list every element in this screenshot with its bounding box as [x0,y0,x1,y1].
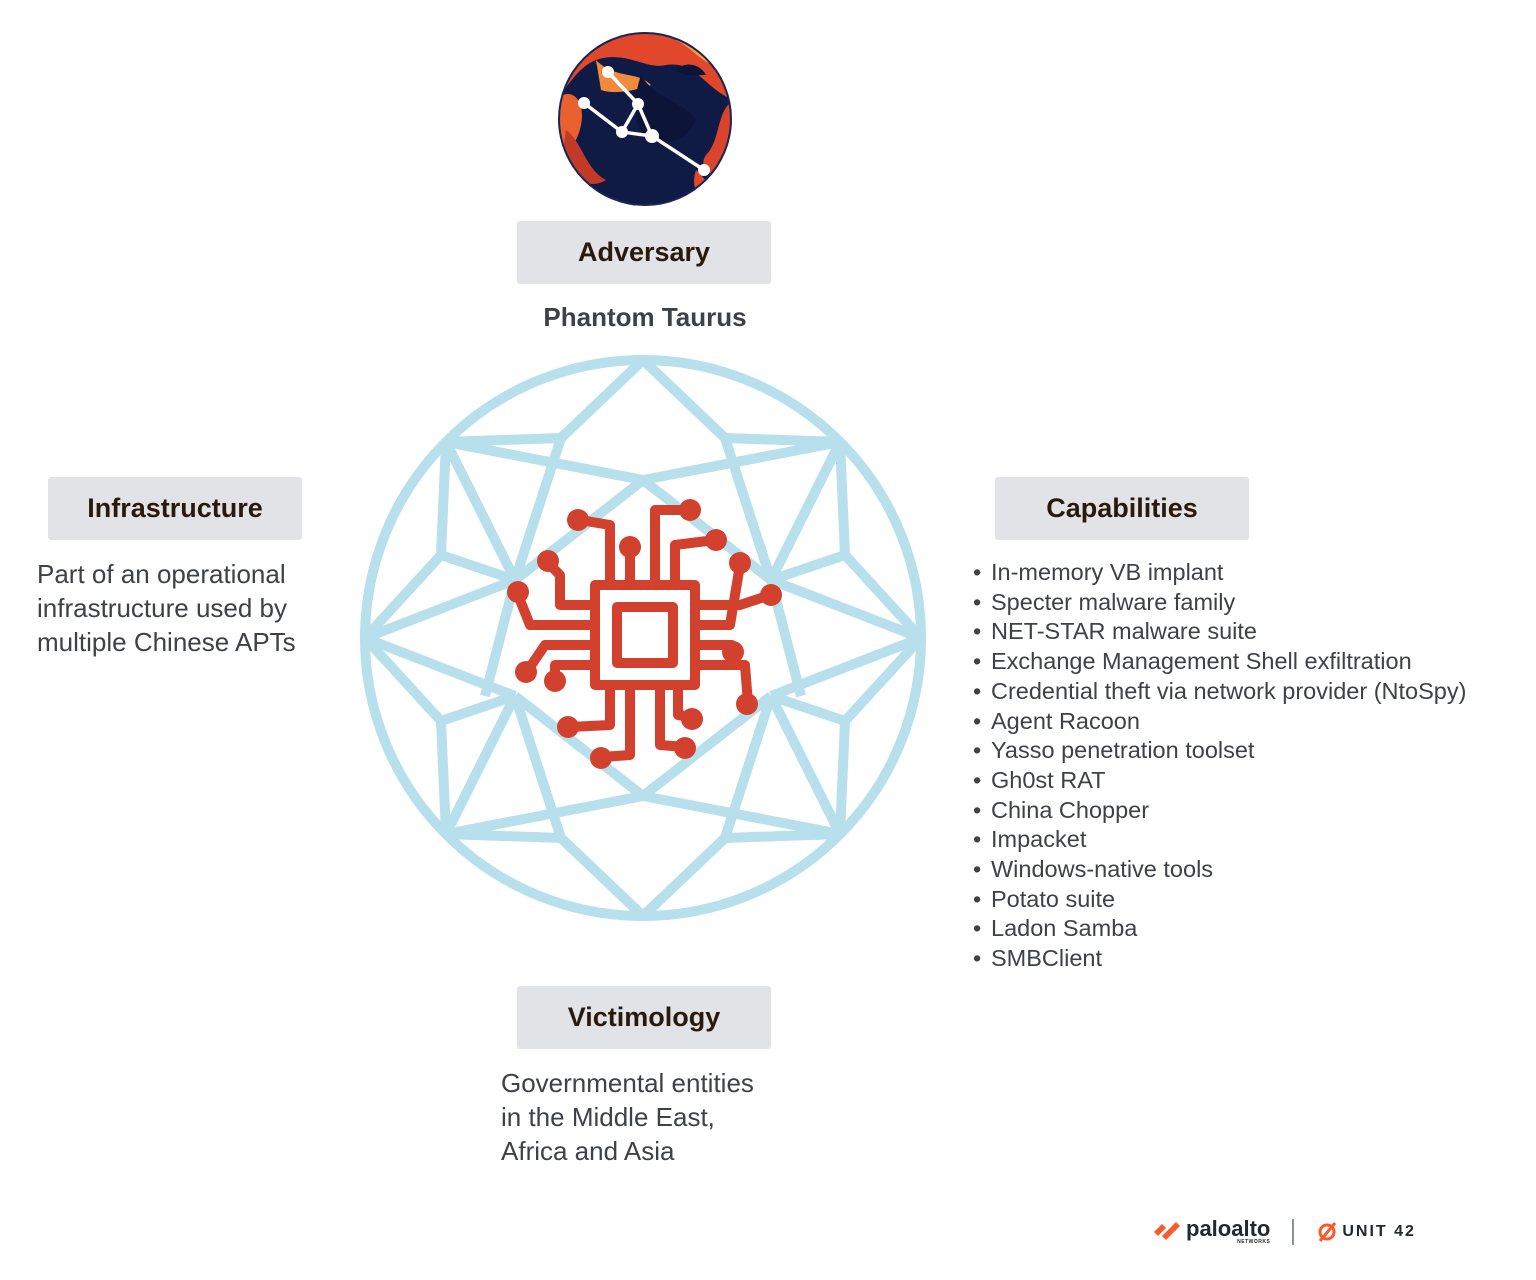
infrastructure-line: infrastructure used by [37,593,288,623]
capabilities-list: In-memory VB implant Specter malware fam… [973,558,1466,974]
unit42-logo-icon [1318,1221,1337,1242]
adversary-label-box: Adversary [517,221,771,284]
list-item: In-memory VB implant [973,558,1466,588]
victimology-label: Victimology [567,1002,721,1032]
unit42-wordmark: UNIT 42 [1342,1222,1416,1240]
networks-wordmark: NETWORKS [1237,1239,1271,1245]
victimology-line: in the Middle East, [501,1102,715,1132]
circuit-chip-icon [507,499,782,769]
logo-divider [1292,1218,1295,1245]
victimology-line: Africa and Asia [501,1136,675,1166]
list-item: Potato suite [973,885,1466,915]
list-item: Impacket [973,825,1466,855]
list-item: Agent Racoon [973,707,1466,737]
list-item: SMBClient [973,944,1466,974]
diamond-model-icon [360,355,926,921]
infrastructure-label-box: Infrastructure [48,477,302,540]
list-item: Windows-native tools [973,855,1466,885]
list-item: China Chopper [973,796,1466,826]
victimology-label-box: Victimology [517,986,771,1049]
list-item: Specter malware family [973,588,1466,618]
paloalto-wordmark: paloalto [1186,1216,1271,1241]
list-item: Gh0st RAT [973,766,1466,796]
infrastructure-line: Part of an operational [37,559,286,589]
infrastructure-line: multiple Chinese APTs [37,627,296,657]
list-item: Yasso penetration toolset [973,736,1466,766]
adversary-name: Phantom Taurus [543,302,747,332]
list-item: Credential theft via network provider (N… [973,677,1466,707]
list-item: NET-STAR malware suite [973,617,1466,647]
infrastructure-label: Infrastructure [87,493,263,523]
adversary-label: Adversary [577,237,711,267]
paloalto-logo-icon [1154,1221,1180,1240]
taurus-constellation-icon [558,32,732,206]
capabilities-label-box: Capabilities [995,477,1249,540]
capabilities-label: Capabilities [1046,493,1198,523]
victimology-description: Governmental entities in the Middle East… [501,1066,754,1168]
list-item: Ladon Samba [973,914,1466,944]
infrastructure-description: Part of an operational infrastructure us… [37,557,296,659]
list-item: Exchange Management Shell exfiltration [973,647,1466,677]
branding-footer: paloalto NETWORKS UNIT 42 [1152,1218,1416,1245]
victimology-line: Governmental entities [501,1068,754,1098]
